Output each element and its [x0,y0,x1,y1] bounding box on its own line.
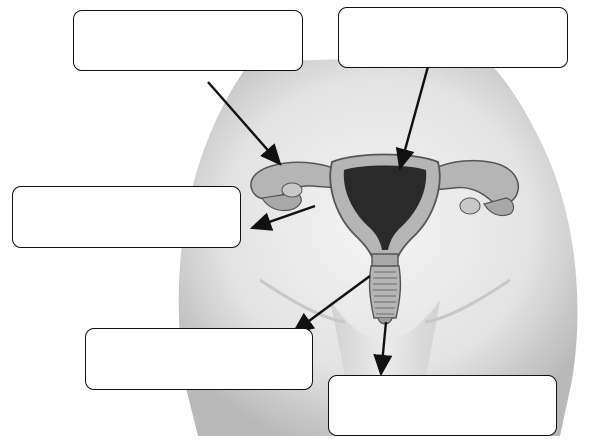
ovary-right [460,198,480,214]
label-box-fimbriae[interactable] [12,186,241,248]
vaginal-canal [370,266,401,318]
label-box-vagina[interactable] [328,375,557,436]
label-box-cervix[interactable] [85,328,313,390]
label-box-uterus[interactable] [338,7,568,68]
ovary-left [282,183,302,197]
label-box-fallopian-tube[interactable] [73,10,303,71]
